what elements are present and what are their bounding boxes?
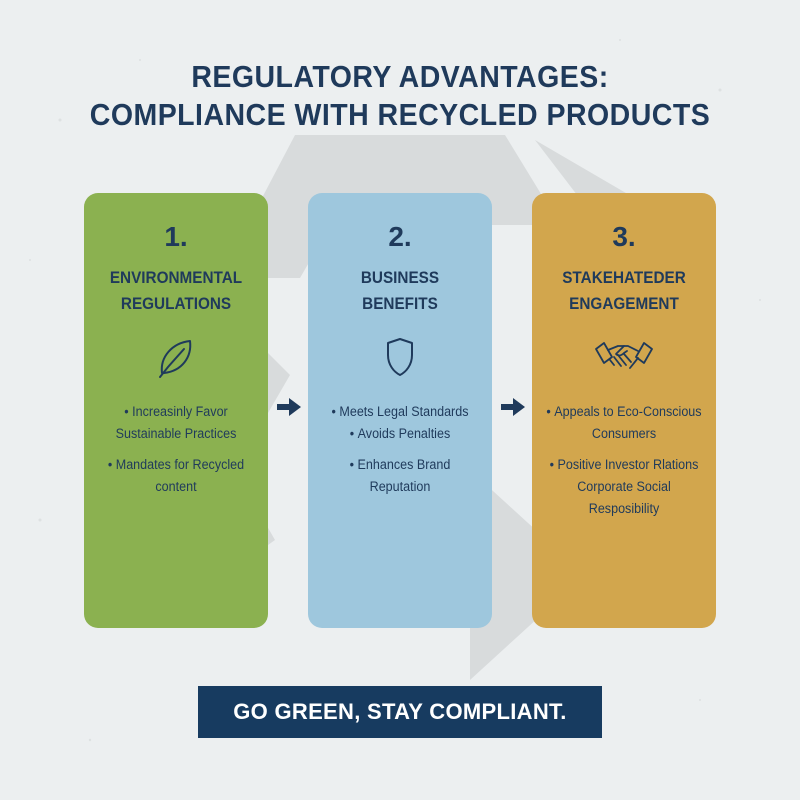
card-heading-line-1: STAKEHATEDER xyxy=(562,268,686,287)
card-bullet-list: Appeals to Eco-Conscious Consumers Posit… xyxy=(540,401,708,529)
arrow-right-icon xyxy=(277,398,301,416)
handshake-icon xyxy=(595,342,653,369)
card-environmental-regulations: 1. ENVIRONMENTAL REGULATIONS Increasinly… xyxy=(84,193,268,628)
list-item: Increasinly Favor Sustainable Practices xyxy=(98,401,254,445)
card-heading-line-2: ENGAGEMENT xyxy=(569,294,679,313)
card-heading-line-1: BUSINESS xyxy=(360,268,440,287)
leaf-icon xyxy=(159,340,192,378)
arrow-right-icon xyxy=(501,398,525,416)
card-bullet-list: Increasinly Favor Sustainable Practices … xyxy=(92,401,260,507)
card-number: 2. xyxy=(388,221,412,252)
card-bullet-list: Meets Legal Standards Avoids Penalties E… xyxy=(316,401,484,507)
card-heading: BUSINESS BENEFITS xyxy=(317,265,483,317)
list-item: Meets Legal Standards xyxy=(322,401,478,423)
card-stakeholder-engagement: 3. STAKEHATEDER ENGAGEMENT Appeals to Ec… xyxy=(532,193,716,628)
shield-icon xyxy=(387,338,413,376)
card-heading: STAKEHATEDER ENGAGEMENT xyxy=(541,265,707,317)
card-business-benefits: 2. BUSINESS BENEFITS Meets Legal Standar… xyxy=(308,193,492,628)
list-item: Appeals to Eco-Conscious Consumers xyxy=(546,401,702,445)
list-item: Positive Investor Rlations Corporate Soc… xyxy=(546,454,702,520)
card-heading-line-1: ENVIRONMENTAL xyxy=(109,268,243,287)
list-item: Enhances Brand Reputation xyxy=(322,454,478,498)
card-number: 1. xyxy=(164,221,188,252)
list-item: Mandates for Recycled content xyxy=(98,454,254,498)
card-heading-line-2: BENEFITS xyxy=(362,294,438,313)
card-heading-line-2: REGULATIONS xyxy=(120,294,232,313)
card-heading: ENVIRONMENTAL REGULATIONS xyxy=(93,265,259,317)
title-line-1: REGULATORY ADVANTAGES: xyxy=(191,59,609,94)
title-line-2: COMPLIANCE WITH RECYCLED PRODUCTS xyxy=(89,97,711,132)
page-title: REGULATORY ADVANTAGES: COMPLIANCE WITH R… xyxy=(32,58,768,134)
card-number: 3. xyxy=(612,221,636,252)
tagline-banner: GO GREEN, STAY COMPLIANT. xyxy=(198,686,602,738)
list-item: Avoids Penalties xyxy=(322,423,478,445)
